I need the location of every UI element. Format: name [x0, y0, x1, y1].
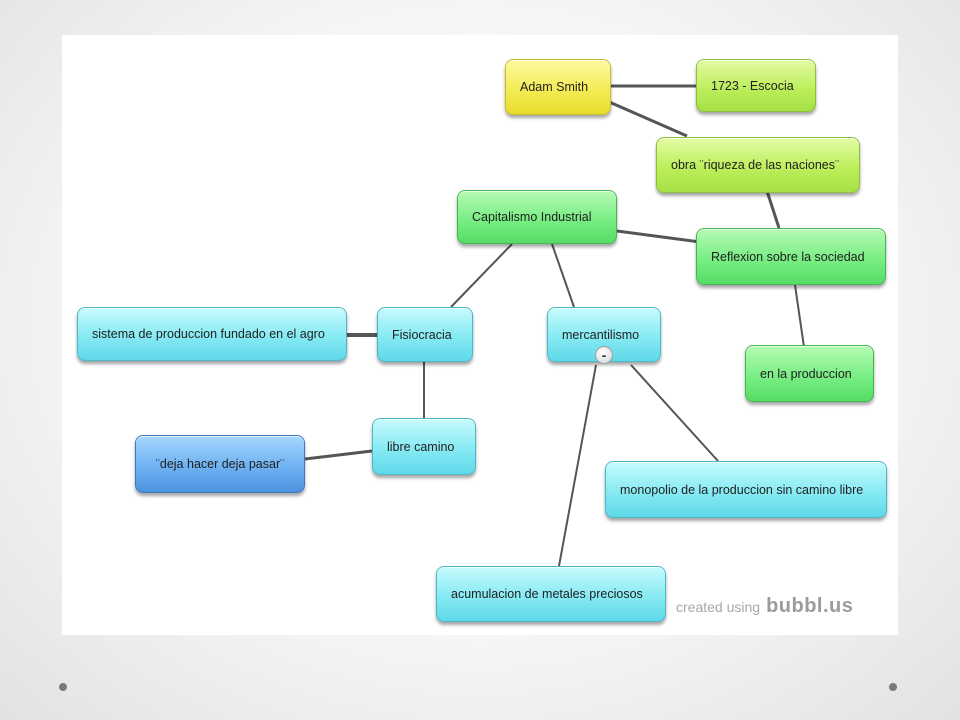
- node-label: 1723 - Escocia: [711, 78, 794, 93]
- link-libre-dejar: [304, 449, 373, 461]
- node-monopolio-produccion[interactable]: monopolio de la produccion sin camino li…: [605, 461, 887, 518]
- link-mercantilismo-metales: [558, 364, 597, 567]
- node-label: acumulacion de metales preciosos: [451, 587, 643, 601]
- node-sistema-produccion[interactable]: sistema de produccion fundado en el agro: [77, 307, 347, 361]
- node-label: obra ¨riqueza de las naciones¨: [671, 158, 840, 172]
- node-1723-escocia[interactable]: 1723 - Escocia: [696, 59, 816, 112]
- node-libre-camino[interactable]: libre camino: [372, 418, 476, 475]
- node-label: ¨deja hacer deja pasar¨: [155, 457, 285, 471]
- node-label: Adam Smith: [520, 80, 589, 94]
- link-adam-obra: [606, 99, 688, 138]
- mind-map-canvas: Adam Smith 1723 - Escocia obra ¨riqueza …: [62, 35, 898, 635]
- node-capitalismo-industrial[interactable]: Capitalismo Industrial: [457, 190, 617, 244]
- link-mercantilismo-monopolio: [630, 364, 719, 462]
- connector-lines: [304, 84, 805, 567]
- node-label: en la produccion: [760, 366, 852, 381]
- node-fisiocracia[interactable]: Fisiocracia: [377, 307, 473, 362]
- bubblus-watermark: created using bubbl.us: [676, 595, 853, 618]
- node-en-la-produccion[interactable]: en la produccion: [745, 345, 874, 402]
- node-obra-riqueza[interactable]: obra ¨riqueza de las naciones¨: [656, 137, 860, 193]
- node-label: sistema de produccion fundado en el agro: [92, 327, 325, 341]
- node-adam-smith[interactable]: Adam Smith: [505, 59, 611, 115]
- node-label: libre camino: [387, 439, 455, 454]
- link-capitalismo-fisiocracia: [450, 243, 513, 308]
- link-capitalismo-reflexion: [616, 229, 701, 244]
- collapse-toggle-icon[interactable]: -: [595, 346, 613, 364]
- link-obra-reflexion: [765, 190, 781, 229]
- slide-corner-dot-right: [889, 683, 897, 691]
- watermark-text: created using: [676, 599, 761, 615]
- node-reflexion-sociedad[interactable]: Reflexion sobre la sociedad: [696, 228, 886, 285]
- link-capitalismo-mercantilismo: [551, 243, 575, 308]
- slide-corner-dot-left: [59, 683, 67, 691]
- link-reflexion-produccion: [794, 284, 805, 348]
- watermark-brand: bubbl.us: [766, 595, 854, 617]
- node-label: Reflexion sobre la sociedad: [711, 249, 865, 264]
- node-label: Capitalismo Industrial: [472, 210, 592, 224]
- node-label: mercantilismo: [562, 327, 640, 342]
- node-deja-hacer-deja-pasar[interactable]: ¨deja hacer deja pasar¨: [135, 435, 305, 493]
- node-acumulacion-metales[interactable]: acumulacion de metales preciosos: [436, 566, 666, 622]
- node-label: monopolio de la produccion sin camino li…: [620, 482, 864, 497]
- node-label: Fisiocracia: [392, 327, 452, 342]
